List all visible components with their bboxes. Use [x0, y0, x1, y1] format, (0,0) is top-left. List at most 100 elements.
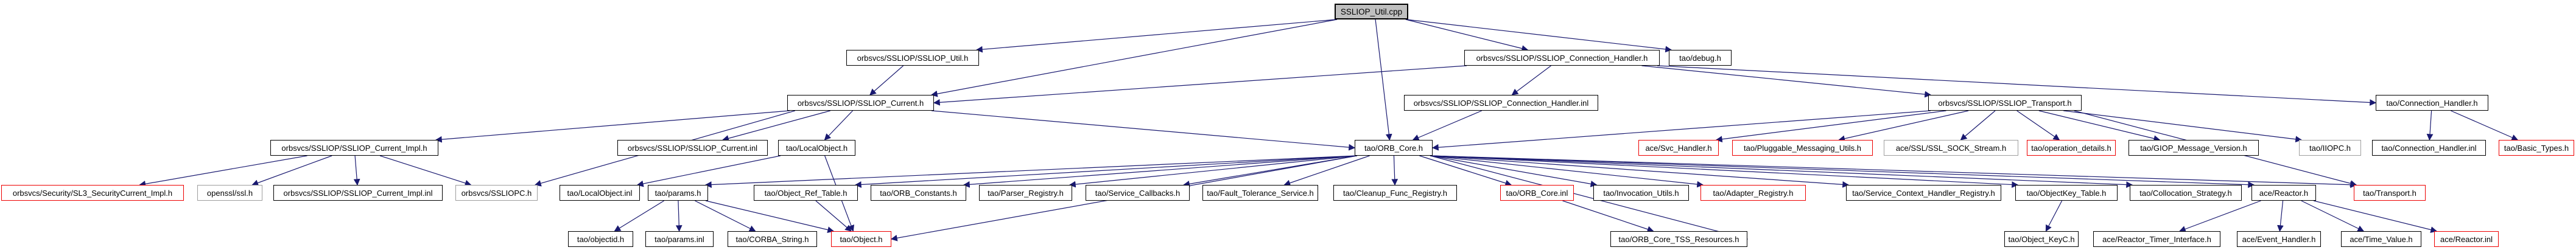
include-edge [2179, 200, 2261, 232]
graph-node-collocation[interactable]: tao/Collocation_Strategy.h [2130, 185, 2242, 201]
graph-node-parser-reg[interactable]: tao/Parser_Registry.h [979, 185, 1072, 201]
include-edge [704, 155, 1358, 188]
include-edge [824, 110, 853, 141]
include-edge [722, 110, 830, 142]
graph-node-basic-types-h[interactable]: tao/Basic_Types.h [2499, 140, 2574, 156]
include-edge [1430, 155, 1850, 188]
graph-node-orb-core-h[interactable]: tao/ORB_Core.h [1355, 140, 1433, 156]
graph-node-util-h[interactable]: orbsvcs/SSLIOP/SSLIOP_Util.h [846, 50, 979, 66]
graph-node-orb-constants[interactable]: tao/ORB_Constants.h [871, 185, 966, 201]
graph-node-iiopc-h: tao/IIOPC.h [2299, 140, 2361, 156]
include-edge [1960, 110, 1996, 141]
include-edge [1430, 155, 2255, 189]
include-edge [930, 19, 1338, 97]
include-edge [1412, 110, 1482, 141]
graph-node-localobject-inl[interactable]: tao/LocalObject.inl [560, 185, 640, 201]
include-edge [931, 110, 1356, 151]
graph-node-tao-conn-handler-h[interactable]: tao/Connection_Handler.h [2376, 95, 2488, 111]
graph-node-params-h[interactable]: tao/params.h [648, 185, 708, 201]
include-edge [1430, 155, 1598, 187]
include-edge [1715, 110, 1946, 143]
graph-node-debug-h[interactable]: tao/debug.h [1669, 50, 1732, 66]
graph-node-tss-resources[interactable]: tao/ORB_Core_TSS_Resources.h [1610, 231, 1747, 247]
include-edge [2277, 200, 2284, 232]
graph-node-svc-ctx-reg[interactable]: tao/Service_Context_Handler_Registry.h [1846, 185, 2001, 201]
include-edge [1069, 155, 1358, 188]
include-edge [2016, 110, 2060, 141]
include-edge [353, 155, 360, 186]
graph-node-conn-handler-h[interactable]: orbsvcs/SSLIOP/SSLIOP_Connection_Handler… [1464, 50, 1660, 66]
include-edge [695, 200, 756, 232]
include-edge [869, 65, 904, 95]
include-edge [975, 19, 1338, 53]
include-edge [1391, 155, 1399, 186]
include-edge [675, 200, 683, 232]
graph-node-adapter-reg[interactable]: tao/Adapter_Registry.h [1700, 185, 1806, 201]
graph-node-event-handler-h[interactable]: ace/Event_Handler.h [2237, 231, 2321, 247]
include-edge [1430, 155, 2133, 188]
graph-node-ssl-sock-h: ace/SSL/SSL_SOCK_Stream.h [1884, 140, 2018, 156]
include-edge [2301, 200, 2365, 232]
graph-node-cleanup[interactable]: tao/Cleanup_Func_Registry.h [1333, 185, 1457, 201]
graph-node-current-impl-h[interactable]: orbsvcs/SSLIOP/SSLIOP_Current_Impl.h [270, 140, 438, 156]
graph-node-orb-core-inl[interactable]: tao/ORB_Core.inl [1500, 185, 1574, 201]
graph-node-current-inl[interactable]: orbsvcs/SSLIOP/SSLIOP_Current.inl [617, 140, 768, 156]
graph-node-objectkey-table[interactable]: tao/ObjectKey_Table.h [2015, 185, 2118, 201]
include-edge [963, 155, 1358, 188]
include-edge [614, 200, 664, 232]
include-edge [251, 155, 332, 186]
include-edge [1430, 155, 1749, 241]
graph-node-svc-handler-h[interactable]: ace/Svc_Handler.h [1638, 140, 1719, 156]
graph-node-transport-h[interactable]: tao/Transport.h [2354, 185, 2426, 201]
graph-node-invocation-utils[interactable]: tao/Invocation_Utils.h [1593, 185, 1689, 201]
graph-node-reactor-inl[interactable]: ace/Reactor.inl [2434, 231, 2499, 247]
graph-node-corba-string-h[interactable]: tao/CORBA_String.h [728, 231, 817, 247]
include-edge [2313, 200, 2438, 233]
graph-node-op-details-h[interactable]: tao/operation_details.h [2027, 140, 2116, 156]
graph-node-object-h[interactable]: tao/Object.h [831, 231, 891, 247]
include-edge [854, 155, 1358, 188]
include-edge [1430, 155, 2019, 188]
graph-node-svc-callbacks[interactable]: tao/Service_Callbacks.h [1086, 185, 1190, 201]
include-edge [1405, 19, 1529, 52]
graph-node-fault-tol[interactable]: tao/Fault_Tolerance_Service.h [1202, 185, 1318, 201]
graph-node-localobject-h[interactable]: tao/LocalObject.h [778, 140, 855, 156]
include-edge [1419, 155, 1512, 187]
include-edge [1511, 65, 1551, 95]
graph-node-giop-ver-h[interactable]: tao/GIOP_Message_Version.h [2129, 140, 2259, 156]
graph-node-object-keyc-h[interactable]: tao/Object_KeyC.h [2004, 231, 2079, 247]
graph-node-params-inl[interactable]: tao/params.inl [645, 231, 714, 247]
include-edge [1375, 19, 1392, 141]
graph-node-pluggable-h[interactable]: tao/Pluggable_Messaging_Utils.h [1732, 140, 1873, 156]
graph-node-current-h[interactable]: orbsvcs/SSLIOP/SSLIOP_Current.h [787, 95, 934, 111]
include-edge [1431, 110, 1931, 151]
include-edge [1430, 155, 2357, 189]
graph-node-root: SSLIOP_Util.cpp [1335, 4, 1408, 19]
include-edge [1430, 155, 1704, 188]
graph-node-current-impl-inl[interactable]: orbsvcs/SSLIOP/SSLIOP_Current_Impl.inl [273, 185, 443, 201]
graph-node-objectid-h[interactable]: tao/objectid.h [568, 231, 633, 247]
include-edge [1657, 65, 2377, 106]
graph-node-obj-ref-table[interactable]: tao/Object_Ref_Table.h [754, 185, 858, 201]
include-edge [435, 110, 790, 143]
include-edge [1838, 110, 1969, 142]
include-edge [379, 155, 472, 187]
graph-node-time-value-h[interactable]: ace/Time_Value.h [2341, 231, 2421, 247]
include-edge [2426, 110, 2434, 141]
graph-node-tao-conn-handler-inl[interactable]: tao/Connection_Handler.inl [2372, 140, 2486, 156]
graph-node-reactor-h[interactable]: ace/Reactor.h [2251, 185, 2316, 201]
include-edge [1562, 200, 1654, 233]
include-edge [2038, 110, 2161, 142]
include-edge [933, 65, 1467, 106]
include-edge [636, 155, 781, 187]
graph-node-sl3-h[interactable]: orbsvcs/Security/SL3_SecurityCurrent_Imp… [1, 185, 184, 201]
include-edge [1283, 155, 1370, 186]
graph-node-ssliop-transport-h[interactable]: orbsvcs/SSLIOP/SSLIOP_Transport.h [1928, 95, 2082, 111]
include-edge [2063, 110, 2303, 143]
graph-node-openssl-ssl-h: openssl/ssl.h [197, 185, 262, 201]
graph-node-reactor-timer[interactable]: ace/Reactor_Timer_Interface.h [2093, 231, 2220, 247]
graph-node-ssliopc-h: orbsvcs/SSLIOPC.h [455, 185, 538, 201]
graph-node-conn-handler-inl[interactable]: orbsvcs/SSLIOP/SSLIOP_Connection_Handler… [1404, 95, 1598, 111]
